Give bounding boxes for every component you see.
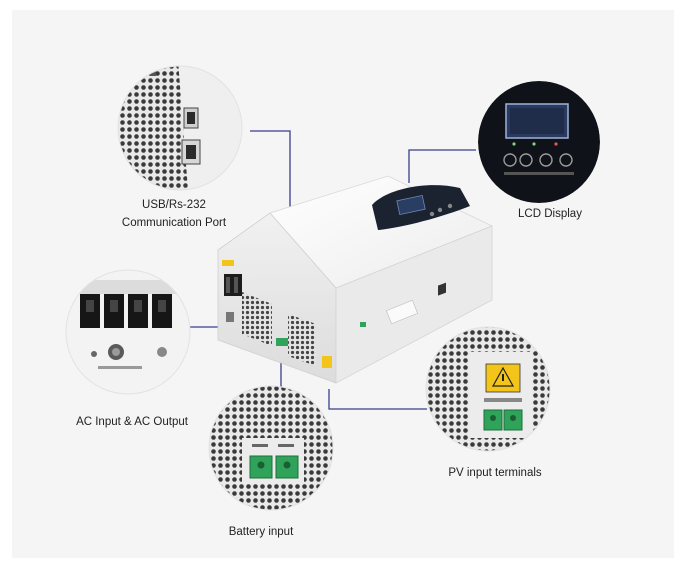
battery-terminal-detail bbox=[209, 386, 333, 510]
usb-port-label: USB/Rs-232 Communication Port bbox=[104, 196, 244, 232]
usb-callout-line bbox=[250, 130, 291, 226]
lcd-display-detail bbox=[478, 81, 600, 203]
battery-input-label: Battery input bbox=[228, 526, 294, 538]
ac-terminal-detail bbox=[66, 270, 190, 394]
usb-port-detail bbox=[118, 66, 242, 190]
lcd-callout-line bbox=[408, 149, 476, 183]
pv-terminal-detail bbox=[426, 327, 550, 451]
inverter-unit bbox=[217, 175, 493, 384]
usb-port-label-line1: USB/Rs-232 bbox=[142, 199, 206, 211]
usb-port-label-line2: Communication Port bbox=[121, 217, 227, 229]
ac-io-label: AC Input & AC Output bbox=[76, 416, 188, 428]
pv-callout-line bbox=[328, 389, 427, 410]
lcd-display-label: LCD Display bbox=[518, 208, 582, 220]
pv-input-label: PV input terminals bbox=[448, 467, 542, 479]
